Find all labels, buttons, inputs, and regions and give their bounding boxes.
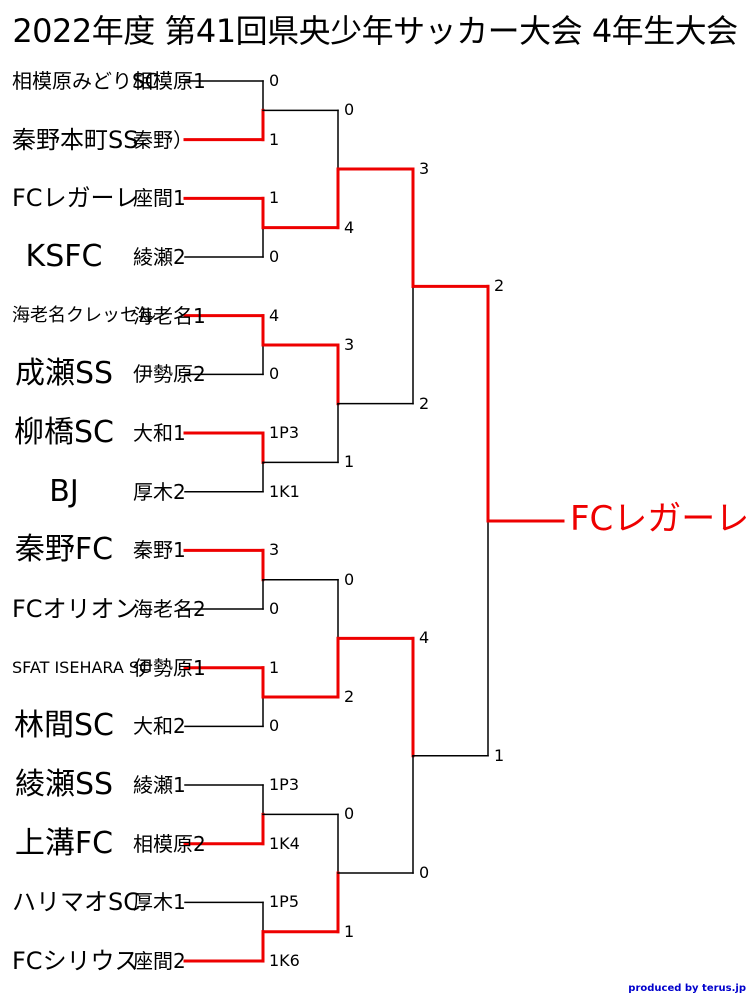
team-district: 大和1 — [133, 421, 186, 446]
team-district: 座間2 — [133, 949, 186, 974]
team-district: 相模原2 — [133, 831, 206, 856]
team-row: 海老名クレッセル海老名1 — [0, 296, 206, 336]
team-row: 成瀬SS 伊勢原2 — [0, 354, 206, 394]
score-top: 1P3 — [269, 423, 300, 443]
score-bottom: 1 — [344, 452, 355, 472]
team-name: 秦野本町SS — [12, 125, 139, 154]
team-district: 厚木1 — [133, 890, 186, 915]
team-row: 上溝FC 相模原2 — [0, 824, 206, 864]
score-bottom: 0 — [269, 599, 280, 619]
team-name: 綾瀬SS — [14, 767, 114, 803]
score-top: 4 — [269, 305, 280, 325]
team-name: FCオリオン — [12, 595, 139, 624]
team-row: 綾瀬SS 綾瀬1 — [0, 765, 186, 805]
score-top: 0 — [344, 100, 355, 120]
score-bottom: 2 — [344, 687, 355, 707]
team-row: BJ 厚木2 — [0, 472, 185, 512]
team-row: FCオリオン海老名2 — [0, 589, 206, 629]
score-top: 3 — [269, 540, 280, 560]
team-district: 厚木2 — [133, 479, 186, 504]
team-name: 相模原みどりSC — [12, 69, 159, 93]
score-bottom: 0 — [269, 247, 280, 266]
team-row: FCレガーレ座間1 — [0, 178, 186, 218]
team-district: 座間1 — [133, 186, 186, 211]
score-top: 3 — [344, 335, 355, 354]
score-bottom: 1K4 — [269, 833, 300, 853]
score-bottom: 4 — [344, 217, 355, 237]
score-bottom: 1 — [344, 921, 355, 941]
team-district: 海老名1 — [133, 303, 206, 328]
score-bottom: 1K1 — [269, 481, 300, 501]
team-district: 綾瀬1 — [133, 773, 186, 798]
team-name: FCシリウス — [12, 947, 139, 976]
team-row: FCシリウス座間2 — [0, 941, 186, 981]
team-name: 成瀬SS — [14, 356, 114, 392]
team-name: 上溝FC — [14, 825, 114, 861]
score-top: 1 — [269, 657, 280, 677]
score-bottom: 1 — [494, 745, 505, 765]
score-bottom: 2 — [419, 393, 430, 413]
credit-text: produced by terus.jp — [628, 983, 746, 994]
score-top: 2 — [494, 276, 505, 296]
team-row: 林間SC 大和2 — [0, 706, 186, 746]
team-district: 秦野） — [133, 127, 193, 152]
score-top: 0 — [269, 71, 280, 90]
champion-label: FCレガーレ — [570, 499, 750, 540]
team-district: 海老名2 — [133, 597, 206, 622]
team-name: KSFC — [25, 239, 103, 274]
score-top: 4 — [419, 628, 430, 648]
team-district: 秦野1 — [133, 538, 186, 563]
team-district: 相模原1 — [133, 69, 206, 93]
team-name: 秦野FC — [14, 532, 114, 568]
team-name: 柳橋SC — [14, 415, 114, 451]
team-name: 林間SC — [14, 708, 114, 744]
score-bottom: 0 — [419, 863, 430, 883]
team-district: 綾瀬2 — [133, 245, 186, 269]
team-name: FCレガーレ — [12, 184, 139, 213]
team-row: 秦野FC 秦野1 — [0, 530, 186, 570]
score-top: 1P5 — [269, 892, 300, 912]
team-district: 伊勢原1 — [133, 655, 206, 680]
score-top: 0 — [344, 569, 355, 589]
team-name: 海老名クレッセル — [12, 304, 156, 326]
score-bottom: 0 — [269, 364, 280, 384]
team-name: SFAT ISEHARA SC — [12, 657, 151, 677]
team-row: 柳橋SC 大和1 — [0, 413, 186, 453]
team-row: KSFC 綾瀬2 — [0, 237, 186, 277]
team-district: 伊勢原2 — [133, 362, 206, 387]
score-top: 3 — [419, 159, 430, 178]
score-bottom: 0 — [269, 716, 280, 736]
score-top: 1P3 — [269, 775, 300, 795]
score-bottom: 1K6 — [269, 951, 300, 971]
score-top: 0 — [344, 804, 355, 824]
team-district: 大和2 — [133, 714, 186, 739]
score-top: 1 — [269, 188, 280, 208]
team-name: BJ — [49, 473, 79, 509]
team-name: ハリマオSC — [12, 888, 140, 917]
score-bottom: 1 — [269, 129, 280, 149]
page-title: 2022年度 第41回県央少年サッカー大会 4年生大会 — [12, 12, 738, 50]
